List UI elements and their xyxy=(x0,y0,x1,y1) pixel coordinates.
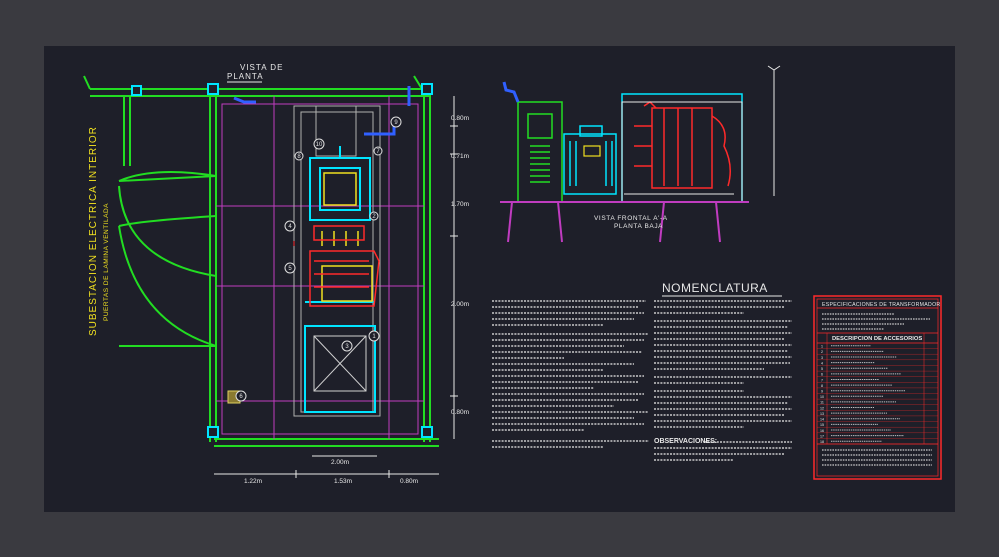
dim-bottom-2: 1.53m xyxy=(334,478,352,485)
dim-bottom-1: 1.22m xyxy=(244,478,262,485)
plan-title-line1: VISTA DE xyxy=(240,63,283,72)
cad-drawing-sheet: 9 10 8 7 4 5 1 3 6 2 VISTA DE PLANTA SUB… xyxy=(44,46,955,512)
dim-right-5: 0.80m xyxy=(451,409,469,416)
spec-row-number: 15 xyxy=(820,423,824,427)
dim-right-3: 1.70m xyxy=(451,201,469,208)
spec-row-number: 14 xyxy=(820,418,824,422)
side-title: SUBESTACION ELECTRICA INTERIOR xyxy=(88,126,99,336)
spec-row-number: 3 xyxy=(821,356,823,360)
spec-row-number: 4 xyxy=(821,361,823,365)
spec-row-number: 11 xyxy=(820,401,824,405)
marker-7: 7 xyxy=(376,149,380,155)
nomenclatura-title: NOMENCLATURA xyxy=(662,281,768,295)
spec-row-number: 16 xyxy=(820,429,824,433)
marker-3: 3 xyxy=(345,344,349,350)
specs-table: ESPECIFICACIONES DE TRANSFORMADOR DESCRI… xyxy=(813,295,942,480)
marker-5: 5 xyxy=(288,266,292,272)
dim-right-2: 0.71m xyxy=(451,153,469,160)
marker-4: 4 xyxy=(288,224,292,230)
plan-view: 9 10 8 7 4 5 1 3 6 2 VISTA DE PLANTA SUB… xyxy=(83,63,469,485)
front-caption-line2: PLANTA BAJA xyxy=(614,223,663,230)
marker-6: 6 xyxy=(239,394,243,400)
side-subtitle: PUERTAS DE LAMINA VENTILADA xyxy=(103,203,110,321)
spec-row-number: 13 xyxy=(820,412,824,416)
cad-drawing: 9 10 8 7 4 5 1 3 6 2 VISTA DE PLANTA SUB… xyxy=(83,63,942,485)
front-view: VISTA FRONTAL A'-A PLANTA BAJA xyxy=(500,65,781,243)
nomenclatura-text-block xyxy=(492,300,792,461)
dim-inner: 2.00m xyxy=(331,459,349,466)
marker-9: 9 xyxy=(394,120,398,126)
spec-row-number: 18 xyxy=(820,440,824,444)
spec-row-number: 8 xyxy=(821,384,823,388)
spec-row-number: 6 xyxy=(821,373,823,377)
marker-1: 1 xyxy=(372,334,376,340)
nomenclatura-section: NOMENCLATURA xyxy=(492,281,792,461)
marker-8: 8 xyxy=(297,154,301,160)
observaciones-label: OBSERVACIONES: xyxy=(654,438,717,445)
spec-row-number: 5 xyxy=(821,367,823,371)
spec-row-number: 9 xyxy=(821,390,823,394)
specs-title: ESPECIFICACIONES DE TRANSFORMADOR xyxy=(822,302,940,308)
spec-row-number: 10 xyxy=(820,395,824,399)
front-caption-line1: VISTA FRONTAL A'-A xyxy=(594,215,668,222)
spec-row-number: 2 xyxy=(821,350,823,354)
spec-row-number: 12 xyxy=(820,406,824,410)
dim-right-1: 0.80m xyxy=(451,115,469,122)
marker-2: 2 xyxy=(372,214,376,220)
spec-row-number: 7 xyxy=(821,378,823,382)
accessories-header: DESCRIPCION DE ACCESORIOS xyxy=(832,336,922,342)
marker-10: 10 xyxy=(316,142,323,148)
plan-title-line2: PLANTA xyxy=(227,72,264,81)
dim-bottom-3: 0.80m xyxy=(400,478,418,485)
spec-row-number: 17 xyxy=(820,434,824,438)
spec-row-number: 1 xyxy=(821,345,823,349)
dim-right-4: 2.00m xyxy=(451,301,469,308)
